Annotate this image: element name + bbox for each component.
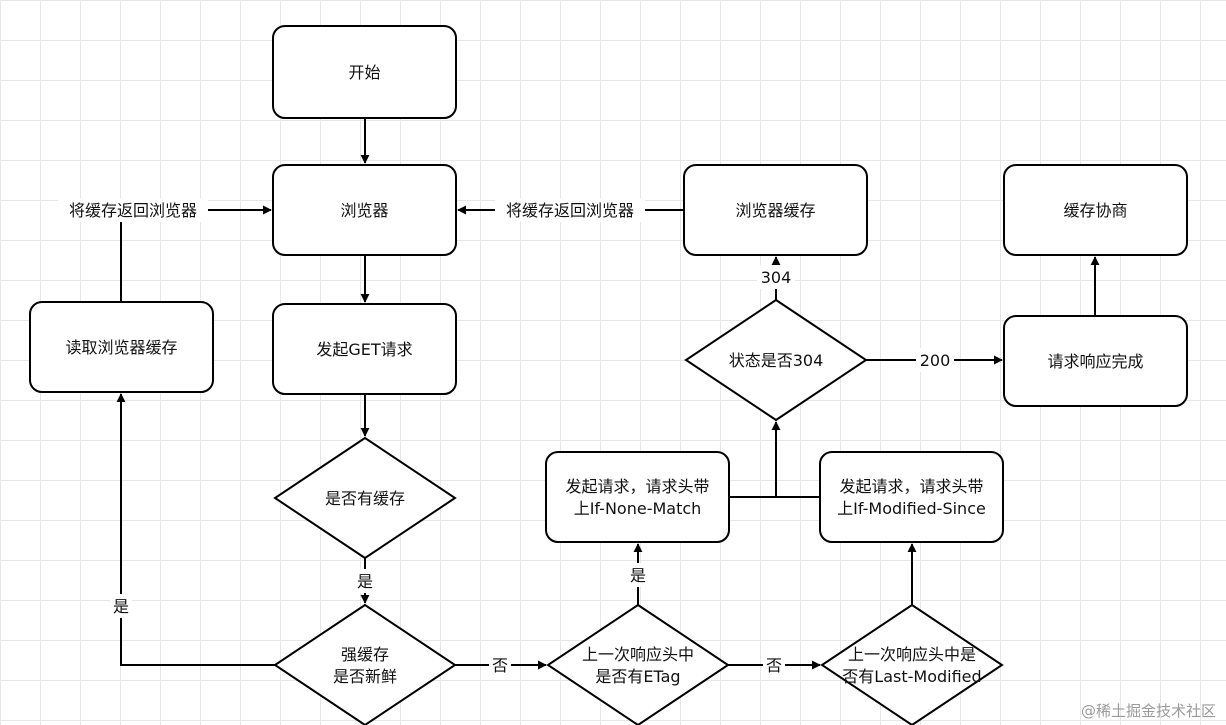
process-box	[272, 164, 457, 256]
node-label: 缓存协商	[1063, 201, 1127, 220]
decision-diamond	[684, 298, 868, 422]
node-browser-cache: 浏览器缓存	[683, 164, 868, 256]
node-start: 开始	[272, 25, 457, 119]
edge-fresh-yes-to-read-cache	[116, 393, 275, 666]
node-browser: 浏览器	[272, 164, 457, 256]
edge-label-text: 200	[920, 351, 951, 370]
edge-label-text: 将缓存返回浏览器	[69, 201, 197, 220]
label-return-cache-right: 将缓存返回浏览器	[495, 198, 645, 222]
process-box	[1003, 315, 1188, 407]
edge-label-bg	[763, 653, 785, 677]
decision-has-etag: 上一次响应头中是否有ETag	[546, 603, 730, 725]
node-label: 请求响应完成	[1047, 352, 1143, 371]
decision-strong-fresh: 强缓存是否新鲜	[273, 603, 457, 725]
label-yes-fresh: 是	[110, 594, 132, 618]
node-label: 发起请求，请求头带上If-Modified-Since	[837, 477, 986, 518]
edge-label-text: 是	[113, 597, 129, 616]
node-label: 读取浏览器缓存	[65, 338, 177, 357]
node-label: 发起GET请求	[316, 340, 412, 359]
label-code-304: 304	[757, 265, 795, 289]
edge-label-bg	[627, 563, 649, 587]
label-code-200: 200	[916, 348, 954, 372]
label-yes-etag: 是	[627, 563, 649, 587]
decision-has-cache: 是否有缓存	[273, 436, 457, 560]
edge-label-text: 304	[761, 268, 792, 287]
decision-status-304: 状态是否304	[684, 298, 868, 422]
process-box	[1003, 164, 1188, 256]
decision-has-last-modified: 上一次响应头中是否有Last-Modified	[820, 603, 1004, 725]
edge-label-bg	[916, 348, 954, 372]
edge-label-bg	[489, 653, 511, 677]
edge-label-text: 是	[357, 572, 373, 591]
label-no-etag: 否	[763, 653, 785, 677]
decision-diamond	[546, 603, 730, 725]
label-yes-has-cache: 是	[354, 569, 376, 593]
node-label: 开始	[348, 63, 380, 82]
node-send-get: 发起GET请求	[272, 303, 457, 395]
decision-label: 强缓存是否新鲜	[333, 645, 397, 686]
process-box	[272, 25, 457, 119]
process-box	[545, 451, 730, 543]
edge-label-bg	[110, 594, 132, 618]
edge-label-text: 否	[492, 656, 508, 675]
edge-label-bg	[58, 198, 208, 222]
node-req-if-modified-since: 发起请求，请求头带上If-Modified-Since	[819, 451, 1004, 543]
node-cache-negotiation: 缓存协商	[1003, 164, 1188, 256]
decision-label: 上一次响应头中是否有Last-Modified	[842, 645, 981, 686]
label-no-fresh: 否	[489, 653, 511, 677]
decision-diamond	[273, 603, 457, 725]
node-req-if-none-match: 发起请求，请求头带上If-None-Match	[545, 451, 730, 543]
process-box	[272, 303, 457, 395]
edge-label-text: 是	[630, 566, 646, 585]
edge-read-cache-to-browser	[120, 205, 272, 302]
edge-label-bg	[354, 569, 376, 593]
decision-label: 上一次响应头中是否有ETag	[582, 645, 694, 686]
node-label: 发起请求，请求头带上If-None-Match	[565, 477, 709, 518]
decision-diamond	[820, 603, 1004, 725]
process-box	[29, 301, 214, 393]
edge-label-text: 否	[766, 656, 782, 675]
node-response-done: 请求响应完成	[1003, 315, 1188, 407]
edge-label-bg	[757, 265, 795, 289]
node-label: 浏览器缓存	[735, 201, 815, 220]
edge-label-bg	[495, 198, 645, 222]
node-label: 浏览器	[340, 201, 388, 220]
process-box	[683, 164, 868, 256]
decision-diamond	[273, 436, 457, 560]
process-box	[819, 451, 1004, 543]
decision-label: 是否有缓存	[325, 489, 405, 508]
decision-label: 状态是否304	[729, 351, 824, 370]
node-read-cache: 读取浏览器缓存	[29, 301, 214, 393]
watermark: @稀土掘金技术社区	[1080, 702, 1216, 720]
label-return-cache-left: 将缓存返回浏览器	[58, 198, 208, 222]
edge-label-text: 将缓存返回浏览器	[506, 201, 634, 220]
